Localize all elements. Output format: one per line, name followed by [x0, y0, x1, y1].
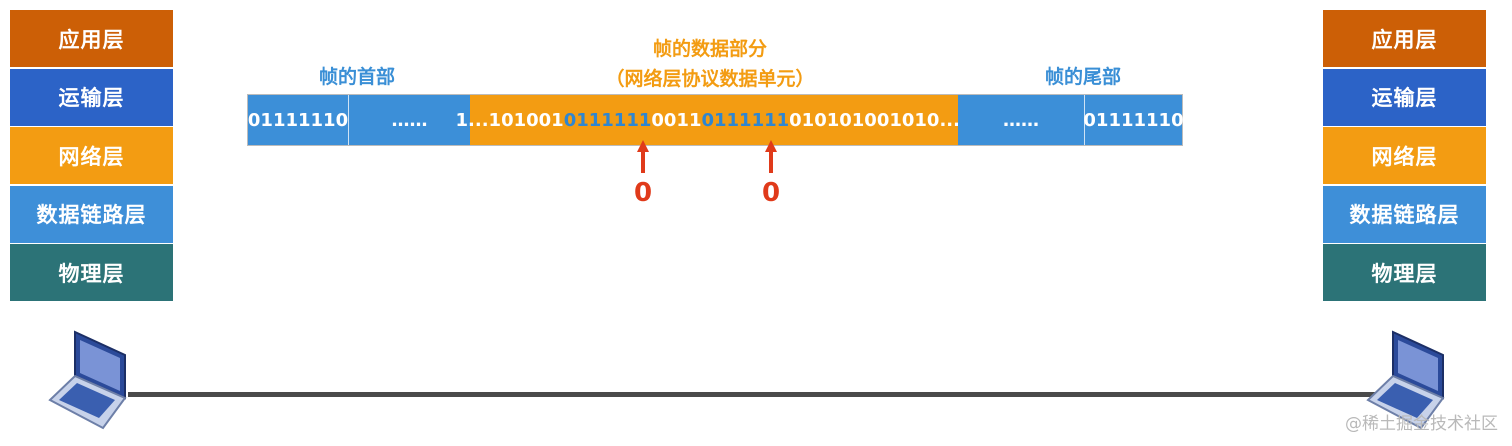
- layer-data-link: 数据链路层: [1323, 185, 1486, 243]
- arrow-up-icon: [637, 140, 649, 152]
- frame-data-label-line2: （网络层协议数据单元）: [605, 68, 815, 90]
- layer-application: 应用层: [10, 10, 173, 67]
- left-protocol-stack: 应用层 运输层 网络层 数据链路层 物理层: [10, 10, 173, 303]
- layer-transport: 运输层: [10, 68, 173, 126]
- frame-data-label-line1: 帧的数据部分: [652, 38, 767, 60]
- layer-physical: 物理层: [1323, 244, 1486, 301]
- data-bits-e: 010101001010...0: [789, 109, 973, 131]
- stuffed-bit-2: 0: [762, 178, 781, 208]
- stuffing-arrow-1: [641, 151, 645, 173]
- laptop-icon: [1366, 330, 1445, 430]
- data-bits-a: 1...101001: [455, 109, 564, 131]
- layer-physical: 物理层: [10, 244, 173, 301]
- layer-transport: 运输层: [1323, 68, 1486, 126]
- data-bits-flag-2: 0111111: [701, 109, 790, 131]
- right-protocol-stack: 应用层 运输层 网络层 数据链路层 物理层: [1323, 10, 1486, 303]
- frame-head-dots: ……: [348, 95, 470, 145]
- frame-head-flag: 01111110: [248, 95, 348, 145]
- layer-data-link: 数据链路层: [10, 185, 173, 243]
- arrow-up-icon: [765, 140, 777, 152]
- frame-trailer-label: 帧的尾部: [1044, 66, 1121, 88]
- data-bits-flag-1: 0111111: [563, 109, 652, 131]
- physical-link-line: [128, 392, 1388, 397]
- layer-network: 网络层: [10, 127, 173, 184]
- frame-header-label: 帧的首部: [318, 66, 395, 88]
- layer-application: 应用层: [1323, 10, 1486, 67]
- frame-tail-flag: 01111110: [1083, 95, 1184, 145]
- stuffing-arrow-2: [769, 151, 773, 173]
- laptop-icon: [48, 330, 127, 430]
- layer-network: 网络层: [1323, 127, 1486, 184]
- data-bits-c: 0011: [651, 109, 702, 131]
- frame-tail-dots: ……: [958, 95, 1084, 145]
- watermark: @稀土掘金技术社区: [1345, 414, 1498, 434]
- stuffed-bit-1: 0: [634, 178, 653, 208]
